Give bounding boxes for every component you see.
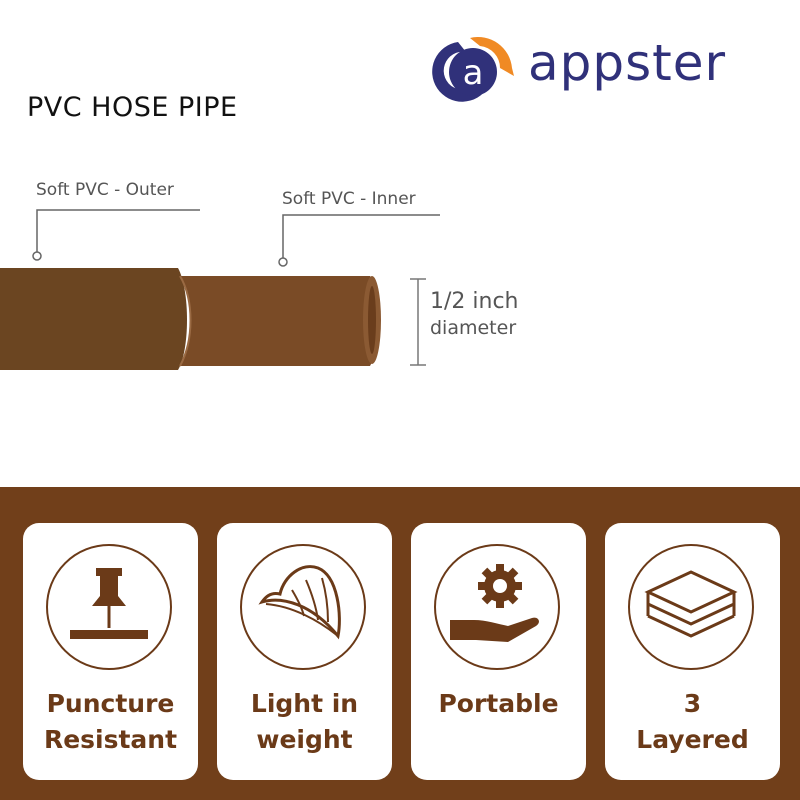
- product-illustration: PVC HOSE PIPE a appster Soft PVC - Outer…: [0, 32, 778, 370]
- outer-layer-label: Soft PVC - Outer: [36, 180, 174, 200]
- feature-card-puncture: Puncture Resistant: [23, 523, 198, 780]
- feature-label: Portable: [438, 689, 559, 718]
- feature-card-light: Light in weight: [217, 523, 392, 780]
- page-title: PVC HOSE PIPE: [27, 92, 238, 123]
- hose-diagram: [0, 209, 440, 370]
- feature-label: Puncture Resistant: [43, 689, 178, 754]
- inner-layer-label: Soft PVC - Inner: [282, 189, 416, 209]
- feature-label: 3 Layered: [636, 689, 749, 754]
- feature-icon-circle: [628, 544, 754, 670]
- push-pin-icon: [70, 568, 148, 639]
- diameter-unit: diameter: [430, 317, 517, 339]
- feature-card-portable: Portable: [411, 523, 586, 780]
- brand-logo: a appster: [428, 32, 778, 112]
- feather-icon: [258, 565, 341, 640]
- svg-text:a: a: [463, 53, 484, 93]
- diameter-value: 1/2 inch: [430, 289, 519, 314]
- hand-gear-icon: [450, 564, 539, 642]
- feature-label: Light in weight: [250, 689, 359, 754]
- feature-icon-circle: [46, 544, 172, 670]
- feature-icon-circle: [434, 544, 560, 670]
- diameter-label: 1/2 inch diameter: [430, 288, 519, 340]
- layers-icon: [644, 570, 738, 638]
- feature-card-layered: 3 Layered: [605, 523, 780, 780]
- brand-name: appster: [528, 34, 727, 92]
- feature-icon-circle: [240, 544, 366, 670]
- brand-mark-icon: a: [432, 37, 514, 102]
